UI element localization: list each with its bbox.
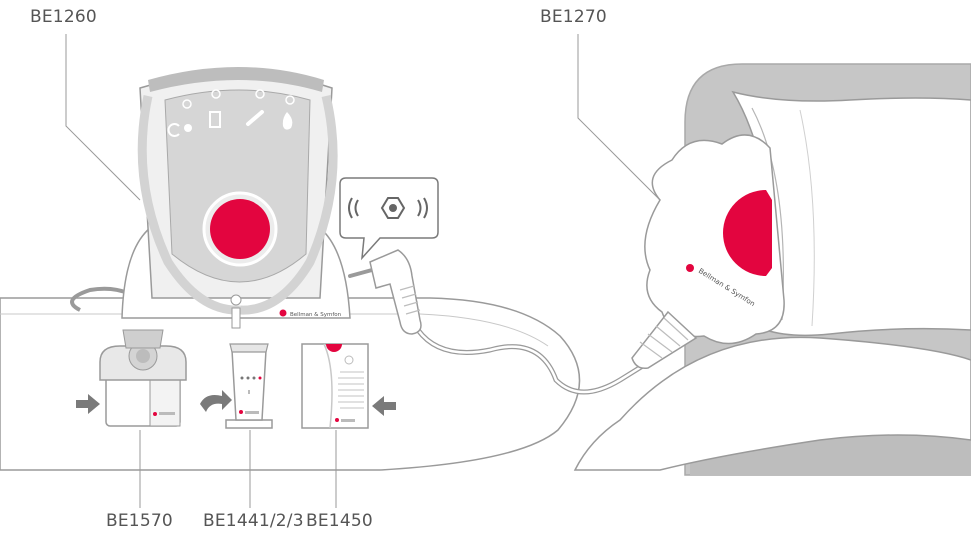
- alarm-button-red: [210, 199, 270, 259]
- be1450-device: [302, 344, 368, 428]
- be1260-alarm-clock: Bellman & Symfon: [122, 67, 350, 328]
- vibration-bubble: [340, 178, 438, 258]
- label-be1441: BE1441/2/3: [203, 511, 304, 531]
- label-be1270: BE1270: [540, 7, 607, 27]
- nightstand: [0, 298, 580, 470]
- label-be1260: BE1260: [30, 7, 97, 27]
- table-top: [0, 298, 580, 470]
- label-be1570: BE1570: [106, 511, 173, 531]
- be1270-bed-shaker: Bellman & Symfon: [632, 135, 784, 368]
- label-be1450: BE1450: [306, 511, 373, 531]
- brand-name-clock: Bellman & Symfon: [290, 312, 342, 318]
- brand-logo-icon: [280, 310, 287, 317]
